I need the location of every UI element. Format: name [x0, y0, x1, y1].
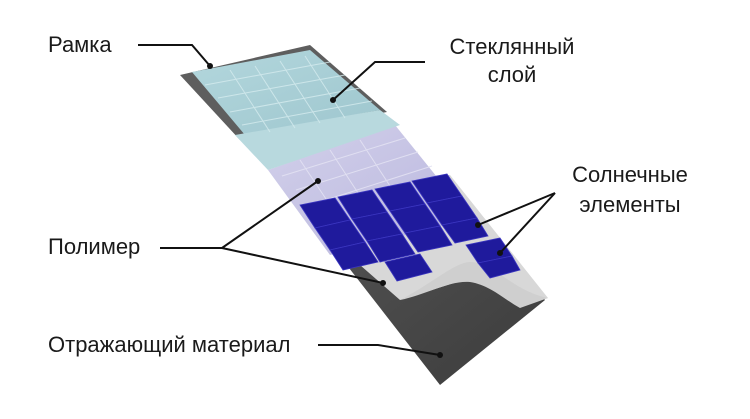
frame-label: Рамка [48, 32, 112, 57]
frame-leader-dot [207, 63, 213, 69]
glass-label-line2: слой [487, 62, 537, 87]
polymer-leader-lower-dot [380, 280, 386, 286]
solar-cell [404, 225, 453, 253]
glass-leader [332, 61, 425, 101]
glass-cell-grid [204, 55, 373, 133]
solar-cells [299, 173, 521, 282]
backsheet-curl [400, 262, 548, 308]
solar-cell [477, 255, 521, 279]
glass-lower [235, 110, 400, 170]
reflective-leader [318, 344, 441, 356]
solar-cells-label-line2: элементы [579, 192, 681, 217]
solar-cell [329, 241, 379, 271]
glass-layer [192, 50, 380, 135]
polymer-label: Полимер [48, 234, 141, 259]
solar-cells-label-line1: Солнечные [572, 162, 688, 187]
reflective-leader-dot [437, 352, 443, 358]
solar-cell [384, 253, 433, 282]
reflective-material-label: Отражающий материал [48, 332, 291, 357]
polymer-leader-lower [221, 247, 384, 284]
solar-leader-right-dot [497, 250, 503, 256]
solar-cell [366, 233, 416, 263]
solar-leader-right [499, 192, 556, 254]
solar-leader-left-dot [475, 222, 481, 228]
frame-leader [138, 44, 211, 67]
solar-leader-left [477, 192, 556, 226]
polymer-leader-upper-dot [315, 178, 321, 184]
leader-lines [138, 44, 556, 358]
glass-label-line1: Стеклянный [449, 34, 575, 59]
glass-leader-dot [330, 97, 336, 103]
